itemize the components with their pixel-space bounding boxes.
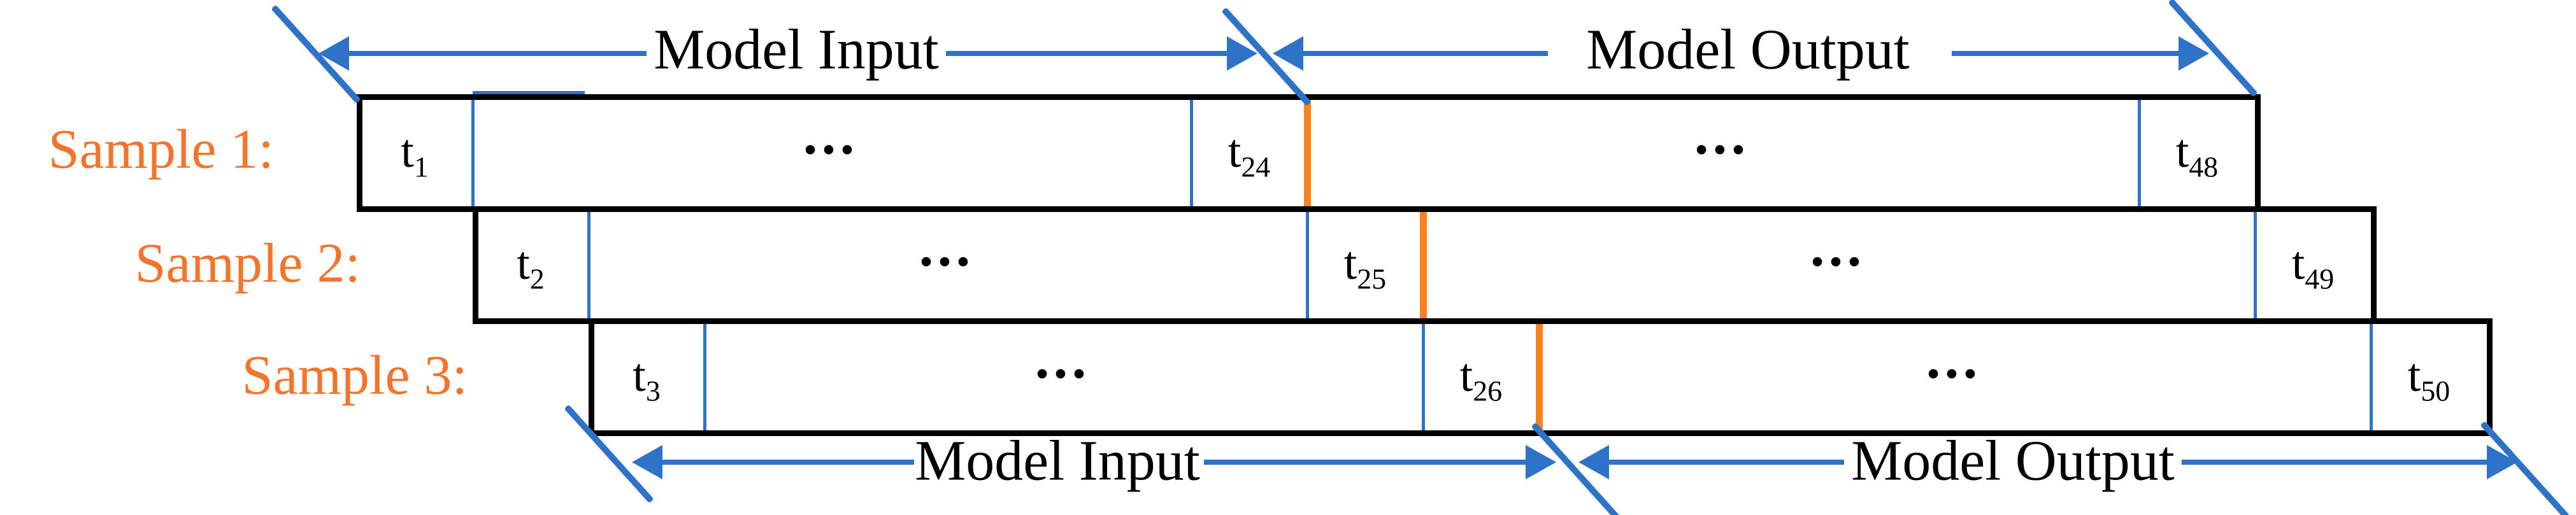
t-base: t (2407, 349, 2421, 402)
bar2-io-boundary-line (1420, 212, 1427, 318)
bar3-io-boundary-line (1536, 324, 1543, 430)
bar1-divider-t48-left (2138, 100, 2141, 206)
bar2-right-border (2371, 206, 2377, 324)
bar1-io-boundary-line (1304, 100, 1311, 206)
top-output-left-arrowhead-icon (1273, 36, 1303, 71)
top-input-shaft-right (946, 51, 1227, 56)
bar1-right-border (2255, 94, 2261, 212)
bar3-right-border (2487, 318, 2493, 436)
t-base: t (517, 237, 530, 290)
bar2-divider-t25-left (1306, 212, 1309, 318)
top-output-right-arrowhead-icon (2179, 36, 2209, 71)
bar1-cell-t48: t48 (2175, 125, 2218, 181)
t-subscript: 2 (529, 262, 545, 295)
bar3-output-ellipsis: ••• (1927, 355, 1983, 393)
bar3-left-border (589, 318, 594, 436)
bar3-cell-t50: t50 (2407, 349, 2450, 406)
bottom-model-output-label: Model Output (1851, 429, 2175, 493)
t-subscript: 25 (1357, 262, 1387, 295)
t-subscript: 48 (2189, 150, 2219, 183)
bottom-input-right-arrowhead-icon (1526, 445, 1556, 479)
bar3-divider-t26-left (1422, 324, 1425, 430)
bar2-cell-t49: t49 (2291, 237, 2334, 293)
bar1-output-ellipsis: ••• (1695, 131, 1751, 169)
bar3-cell-t3: t3 (633, 349, 661, 406)
t-base: t (2175, 125, 2189, 178)
bottom-output-shaft-right (2182, 460, 2487, 465)
sample-1-label: Sample 1: (48, 118, 274, 181)
bar1-blue-tick-line (473, 91, 585, 94)
top-input-right-arrowhead-icon (1227, 36, 1257, 71)
bar1-bottom-bar2-top-border (357, 206, 2377, 212)
t-subscript: 3 (645, 374, 661, 407)
bar2-cell-t25: t25 (1343, 237, 1386, 293)
top-output-shaft-left (1303, 51, 1548, 56)
top-input-shaft-left (349, 51, 647, 56)
t-subscript: 1 (413, 150, 429, 183)
t-base: t (401, 125, 414, 178)
t-base: t (2291, 237, 2305, 290)
bar1-left-border (357, 94, 362, 212)
bar3-cell-t26: t26 (1459, 349, 1502, 406)
bar3-input-ellipsis: ••• (1036, 355, 1092, 393)
t-base: t (1227, 125, 1241, 178)
bar1-input-ellipsis: ••• (804, 131, 860, 169)
bar1-divider-t24-left (1190, 100, 1193, 206)
bar2-bottom-bar3-top-border (473, 318, 2493, 324)
bottom-output-right-arrowhead-icon (2487, 445, 2517, 479)
bottom-output-shaft-left (1609, 460, 1844, 465)
bottom-input-shaft-left (662, 460, 914, 465)
t-subscript: 50 (2421, 374, 2451, 407)
bar1-divider-t1 (471, 100, 475, 206)
sample-3-label: Sample 3: (241, 344, 468, 407)
bar3-divider-t50-left (2370, 324, 2373, 430)
bottom-output-left-arrowhead-icon (1578, 445, 1609, 479)
bar1-top-border (357, 94, 2261, 100)
bar1-cell-t1: t1 (401, 125, 429, 181)
bar2-output-ellipsis: ••• (1811, 243, 1867, 281)
t-base: t (1343, 237, 1357, 290)
top-input-left-arrowhead-icon (318, 36, 349, 71)
bottom-model-input-label: Model Input (915, 429, 1200, 493)
t-base: t (633, 349, 646, 402)
bar2-left-border (473, 206, 478, 324)
t-subscript: 49 (2305, 262, 2335, 295)
bottom-input-left-arrowhead-icon (632, 445, 662, 479)
bar3-divider-t3 (703, 324, 706, 430)
top-model-output-label: Model Output (1586, 18, 1910, 81)
bar2-divider-t49-left (2254, 212, 2257, 318)
top-model-input-label: Model Input (654, 18, 939, 81)
sample-2-label: Sample 2: (134, 232, 361, 295)
t-subscript: 24 (1241, 150, 1271, 183)
bottom-input-shaft-right (1204, 460, 1526, 465)
t-subscript: 26 (1473, 374, 1503, 407)
bar2-cell-t2: t2 (517, 237, 545, 293)
bar2-divider-t2 (587, 212, 590, 318)
bar2-input-ellipsis: ••• (920, 243, 976, 281)
t-base: t (1459, 349, 1473, 402)
bar1-cell-t24: t24 (1227, 125, 1270, 181)
top-output-shaft-right (1952, 51, 2179, 56)
